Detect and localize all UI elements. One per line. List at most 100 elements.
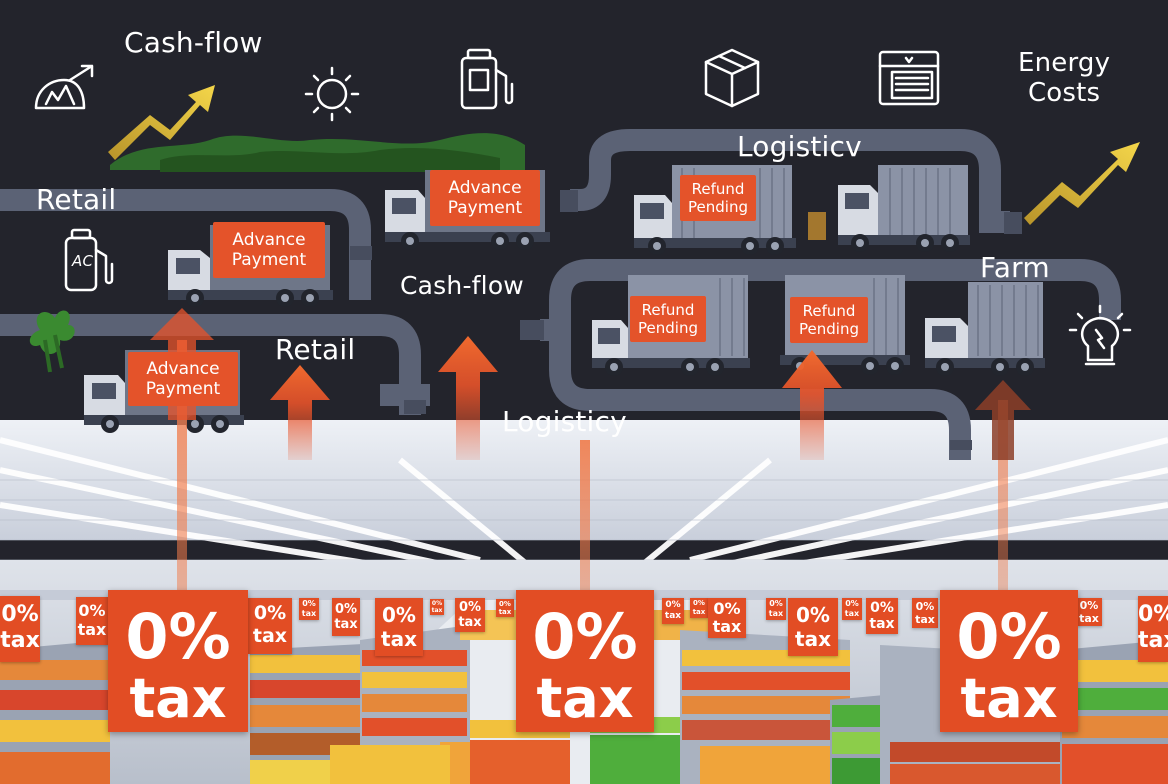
tax-sign-small: 0%tax (842, 598, 862, 620)
sign-line2: Payment (145, 379, 221, 399)
pipes (0, 129, 1121, 460)
tax-word: tax (252, 625, 288, 647)
tax-percent: 0% (78, 601, 106, 620)
tax-percent: 0% (334, 602, 358, 617)
sign-line2: Payment (231, 250, 307, 270)
sign-line2: Pending (688, 198, 748, 216)
tax-percent: 0% (532, 600, 638, 673)
tax-word: tax (1079, 612, 1099, 625)
fuel-pump-ac-icon (64, 228, 114, 292)
tax-sign-small: 0%tax (299, 598, 319, 620)
tax-word: tax (381, 627, 417, 651)
tax-sign-small: 0%tax (455, 598, 485, 632)
tax-sign-small: 0%tax (690, 598, 708, 618)
tax-percent: 0% (956, 600, 1062, 673)
plant (29, 310, 75, 373)
tax-word: tax (458, 615, 482, 630)
tax-percent: 0% (796, 603, 830, 627)
label-ac-sign: AC (72, 252, 94, 270)
tax-word: tax (536, 667, 634, 730)
tax-sign-small: 0%tax (248, 598, 292, 654)
tax-sign-small: 0%tax (76, 597, 108, 645)
sign-line2: Pending (799, 320, 859, 338)
tax-sign-big-right: 0% tax (940, 590, 1078, 732)
sign-line1: Advance (232, 230, 306, 250)
tax-sign-small: 0%tax (766, 598, 786, 620)
tax-sign-small: 0%tax (708, 598, 746, 638)
tax-word: tax (795, 627, 831, 651)
tax-percent: 0% (253, 602, 287, 624)
sign-line1: Refund (802, 302, 856, 320)
tax-sign-small: 0%tax (912, 598, 938, 628)
tax-percent: 0% (845, 599, 859, 608)
tax-percent: 0% (125, 600, 231, 673)
tax-word: tax (664, 611, 682, 621)
sign-line1: Advance (448, 178, 522, 198)
label-cashflow-top: Cash-flow (124, 26, 263, 59)
tax-word: tax (431, 607, 443, 614)
tax-percent: 0% (870, 600, 894, 616)
sign-line1: Refund (691, 180, 745, 198)
tax-word: tax (960, 667, 1058, 730)
tax-sign-small: 0%tax (1076, 598, 1102, 626)
gold-arrows (108, 85, 1140, 225)
tax-sign-big-left: 0% tax (108, 590, 248, 732)
tax-percent: 0% (1138, 602, 1168, 627)
tax-percent: 0% (1, 602, 39, 627)
tax-sign-small: 0%tax (1138, 596, 1168, 662)
label-logisticy-bottom: Logisticy (502, 405, 627, 438)
tax-percent: 0% (302, 599, 316, 608)
tax-percent: 0% (713, 599, 741, 618)
sign-line2: Pending (638, 319, 698, 337)
label-retail-left: Retail (36, 183, 117, 216)
growth-chart-icon (34, 64, 94, 110)
truck-plain-1 (808, 165, 970, 252)
tax-word: tax (844, 609, 860, 618)
tax-sign-small: 0%tax (866, 598, 898, 634)
sign-line2: Payment (447, 198, 523, 218)
label-energy-line1: Energy (1018, 48, 1111, 78)
tax-percent: 0% (458, 600, 482, 615)
tax-word: tax (498, 608, 512, 616)
tax-percent: 0% (499, 600, 511, 608)
tax-word: tax (0, 628, 40, 653)
tax-percent: 0% (693, 599, 705, 607)
label-retail-mid: Retail (275, 333, 356, 366)
label-energy-costs: Energy Costs (1018, 48, 1110, 108)
tax-word: tax (1138, 628, 1168, 653)
tax-sign-small: 0%tax (788, 598, 838, 656)
sign-line1: Refund (641, 301, 695, 319)
energy-bulb-icon (1068, 304, 1132, 366)
tax-word: tax (915, 613, 935, 626)
tax-sign-small: 0%tax (496, 599, 514, 617)
tax-sign-small: 0%tax (0, 596, 40, 662)
sign-line1: Advance (146, 359, 220, 379)
tax-sign-small: 0%tax (332, 598, 360, 636)
package-box-icon (704, 48, 760, 108)
tax-word: tax (712, 617, 742, 636)
tax-word: tax (129, 667, 227, 730)
tax-word: tax (869, 616, 895, 632)
tax-percent: 0% (769, 599, 783, 608)
tax-percent: 0% (382, 603, 416, 627)
tax-percent: 0% (915, 600, 935, 613)
label-logisticv-top: Logisticv (737, 130, 862, 163)
label-farm: Farm (980, 251, 1050, 284)
sun-icon (304, 66, 360, 122)
tax-word: tax (334, 617, 358, 632)
truck-plain-2 (925, 282, 1045, 376)
tax-word: tax (301, 609, 317, 618)
tax-percent: 0% (665, 600, 681, 610)
tax-word: tax (768, 609, 784, 618)
tax-sign-big-center: 0% tax (516, 590, 654, 732)
label-energy-line2: Costs (1027, 78, 1101, 108)
tax-word: tax (692, 608, 706, 616)
tax-sign-small: 0%tax (662, 598, 684, 624)
